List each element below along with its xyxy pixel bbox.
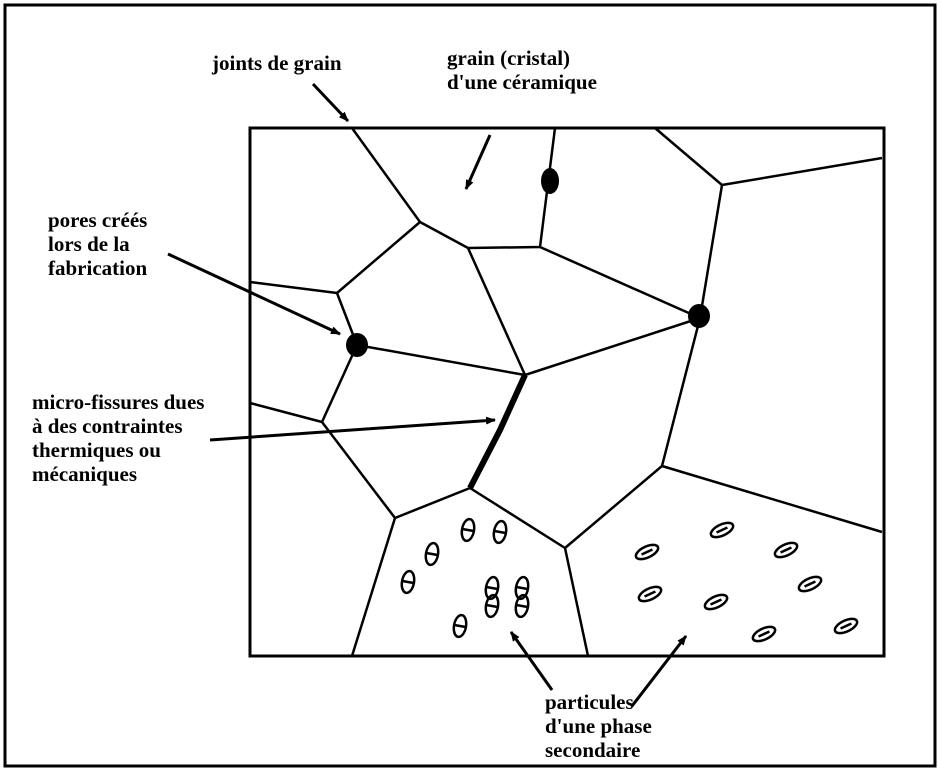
grain-boundary (249, 221, 421, 295)
label-line: à des contraintes (32, 414, 183, 438)
pores (346, 168, 710, 357)
particle (797, 575, 823, 593)
grain-boundaries (249, 127, 883, 657)
grain-boundary (466, 247, 527, 376)
label-pores: pores créés lors de la fabrication (48, 208, 147, 280)
arrow-fissures (209, 416, 496, 442)
particle (703, 593, 729, 611)
grain-boundary (698, 184, 724, 319)
particle (400, 569, 416, 595)
particle (484, 593, 500, 619)
grain-boundary (249, 344, 359, 424)
label-line: pores créés (48, 208, 148, 232)
label-line: fabrication (48, 256, 148, 280)
particle (833, 617, 859, 635)
label-line: micro-fissures dues (32, 390, 205, 414)
particle (460, 517, 476, 543)
label-line: mécaniques (32, 462, 137, 486)
particles-right (634, 521, 859, 643)
grain-boundary (356, 316, 701, 377)
particle (514, 575, 530, 601)
sample-box (248, 126, 886, 658)
label-line: grain (cristal) (447, 46, 571, 70)
grain-boundary (654, 127, 883, 187)
label-joints-de-grain: joints de grain (212, 51, 342, 75)
grain-boundary (564, 317, 702, 549)
arrow-joints (311, 82, 350, 123)
particle (634, 543, 660, 561)
label-line: joints de grain (212, 51, 342, 75)
grain-boundary (661, 464, 883, 534)
label-line: particules (545, 690, 634, 714)
pore (688, 304, 710, 328)
label-line: d'une céramique (447, 70, 597, 94)
label-line: thermiques ou (32, 438, 161, 462)
particle (492, 519, 508, 545)
label-line: lors de la (48, 232, 130, 256)
grain-boundary (467, 127, 557, 250)
particle (484, 575, 500, 601)
outer-frame (3, 3, 937, 768)
arrow-particules-right (630, 635, 688, 707)
arrow-particules-left (509, 631, 554, 691)
label-line: d'une phase (545, 714, 652, 738)
arrow-grain (464, 134, 492, 190)
label-line: secondaire (545, 738, 641, 762)
particle (424, 541, 440, 567)
particles-left (400, 517, 530, 639)
grain-boundary (321, 421, 471, 520)
pore (541, 168, 559, 194)
grain-boundary (350, 517, 397, 657)
label-grain-cristal: grain (cristal) d'une céramique (447, 46, 597, 94)
micro-crack (467, 373, 528, 490)
grain-boundary (469, 486, 590, 657)
arrow-pores (167, 252, 341, 336)
particle (452, 613, 468, 639)
particle (773, 541, 799, 559)
label-particules: particules d'une phase secondaire (545, 690, 652, 762)
particle (709, 521, 735, 539)
particle (751, 625, 777, 643)
grain-boundary (539, 245, 701, 320)
pore (346, 333, 368, 357)
callout-arrows (167, 82, 688, 707)
particle (637, 585, 663, 603)
label-micro-fissures: micro-fissures dues à des contraintes th… (32, 390, 204, 486)
particle (514, 593, 530, 619)
